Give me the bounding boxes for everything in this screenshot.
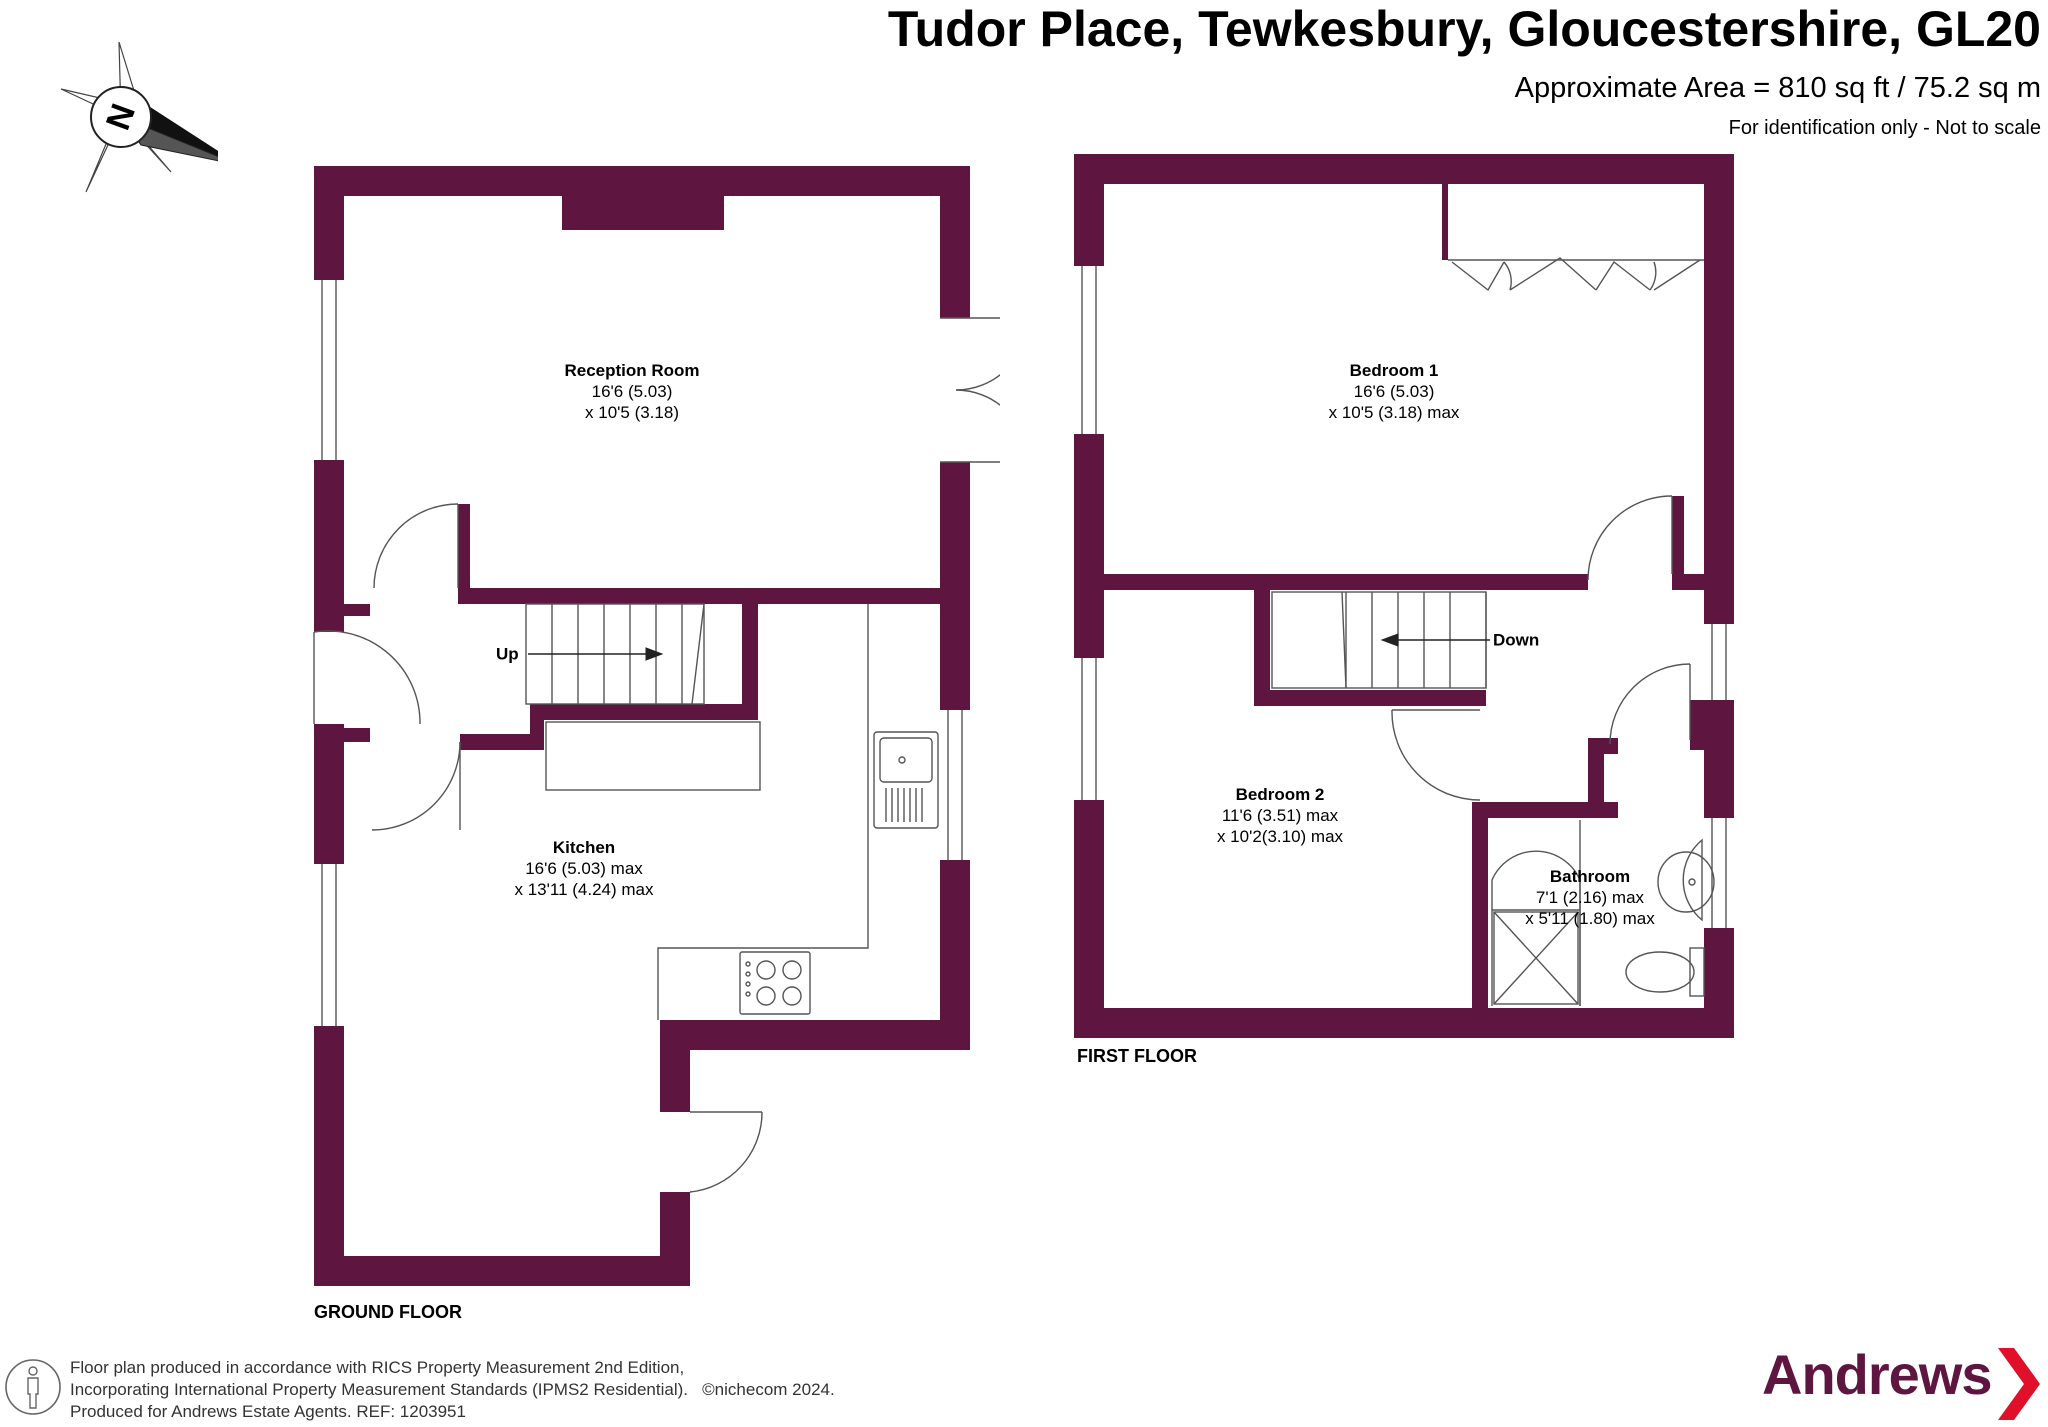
first-floor-fixtures [1081,257,1727,1006]
andrews-logo: Andrews [1762,1343,1992,1406]
approximate-area: Approximate Area = 810 sq ft / 75.2 sq m [1514,72,2041,104]
kitchen-dim1: 16'6 (5.03) max [525,859,643,878]
stairs-down-arrow [1380,633,1490,647]
footer-line-1: Floor plan produced in accordance with R… [70,1358,685,1377]
reception-room-name: Reception Room [564,361,699,380]
kitchen-dim2: x 13'11 (4.24) max [515,880,654,899]
kitchen-name: Kitchen [553,838,615,857]
identification-note: For identification only - Not to scale [1728,117,2041,139]
ground-floor-label: GROUND FLOOR [314,1302,462,1322]
first-floor-walls [1074,154,1734,1038]
bathroom-dim1: 7'1 (2.16) max [1536,888,1645,907]
footer-line-2: Incorporating International Property Mea… [70,1380,688,1399]
footer-line-2-row: Incorporating International Property Mea… [70,1379,835,1401]
bedroom-1-dim1: 16'6 (5.03) [1354,382,1435,401]
reception-room-dim1: 16'6 (5.03) [592,382,673,401]
footer-copyright: ©nichecom 2024. [702,1380,835,1399]
bedroom-1-dim2: x 10'5 (3.18) max [1329,403,1460,422]
page-title: Tudor Place, Tewkesbury, Gloucestershire… [887,1,2041,57]
ground-floor-plan: Up Reception Room 16'6 (5.03) x 10'5 (3.… [313,166,1000,1286]
ground-floor-fixtures [313,280,1000,1193]
reception-room-dim2: x 10'5 (3.18) [585,403,679,422]
stairs-down-label: Down [1493,630,1539,649]
footer-line-3: Produced for Andrews Estate Agents. REF:… [70,1402,466,1421]
stairs-up-arrow [528,647,664,661]
bedroom-1-name: Bedroom 1 [1350,361,1439,380]
bedroom-2-dim1: 11'6 (3.51) max [1222,806,1339,825]
person-scale-icon [5,1359,61,1415]
bathroom-name: Bathroom [1550,867,1630,886]
first-floor-label: FIRST FLOOR [1077,1046,1197,1066]
first-floor-plan: Down Bedroom 1 16'6 (5.03) x 10'5 (3.18)… [1074,154,1734,1038]
bedroom-2-name: Bedroom 2 [1236,785,1325,804]
stairs-up-label: Up [496,644,519,663]
ground-floor-walls [314,166,970,1286]
bathroom-dim2: x 5'11 (1.80) max [1525,909,1655,928]
bedroom-2-dim2: x 10'2(3.10) max [1217,827,1344,846]
andrews-chevron-icon [1998,1348,2040,1420]
compass-icon: N [60,41,218,193]
footer-notes: Floor plan produced in accordance with R… [70,1357,835,1423]
